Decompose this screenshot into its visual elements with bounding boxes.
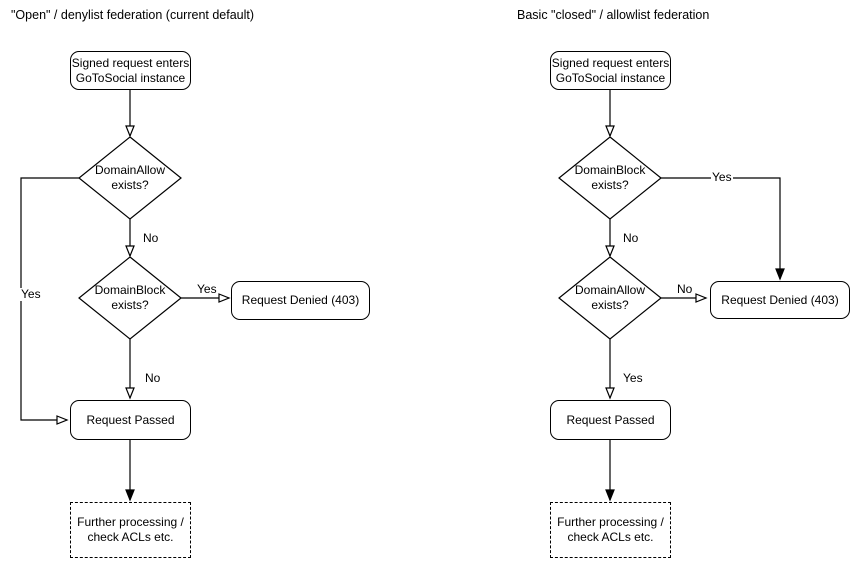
node-left-request-passed: Request Passed <box>70 400 191 440</box>
diamond-right-domainblock <box>558 136 662 220</box>
node-left-start: Signed request enters GoToSocial instanc… <box>70 51 191 90</box>
node-left-further-processing: Further processing / check ACLs etc. <box>70 502 191 558</box>
node-right-start: Signed request enters GoToSocial instanc… <box>550 51 671 90</box>
label-left-domainallow-no: No <box>142 231 160 245</box>
label-left-domainblock-no: No <box>144 371 162 385</box>
node-right-request-passed: Request Passed <box>550 400 671 440</box>
label-right-domainallow-no: No <box>676 282 694 296</box>
left-chart-title: "Open" / denylist federation (current de… <box>11 8 255 22</box>
right-chart-title: Basic "closed" / allowlist federation <box>517 8 710 22</box>
node-right-further-processing: Further processing / check ACLs etc. <box>550 502 671 558</box>
label-left-domainblock-yes: Yes <box>196 282 218 296</box>
edge-right-domainblock-yes-to-denied <box>661 177 785 281</box>
label-left-domainallow-yes: Yes <box>20 287 42 301</box>
diamond-right-domainallow <box>558 256 662 340</box>
label-right-domainblock-yes: Yes <box>711 170 733 184</box>
node-left-request-denied: Request Denied (403) <box>231 281 370 320</box>
label-right-domainblock-no: No <box>622 231 640 245</box>
node-right-request-denied: Request Denied (403) <box>710 281 850 319</box>
label-right-domainallow-yes: Yes <box>622 371 644 385</box>
diamond-left-domainallow <box>78 136 182 220</box>
diamond-left-domainblock <box>78 256 182 340</box>
